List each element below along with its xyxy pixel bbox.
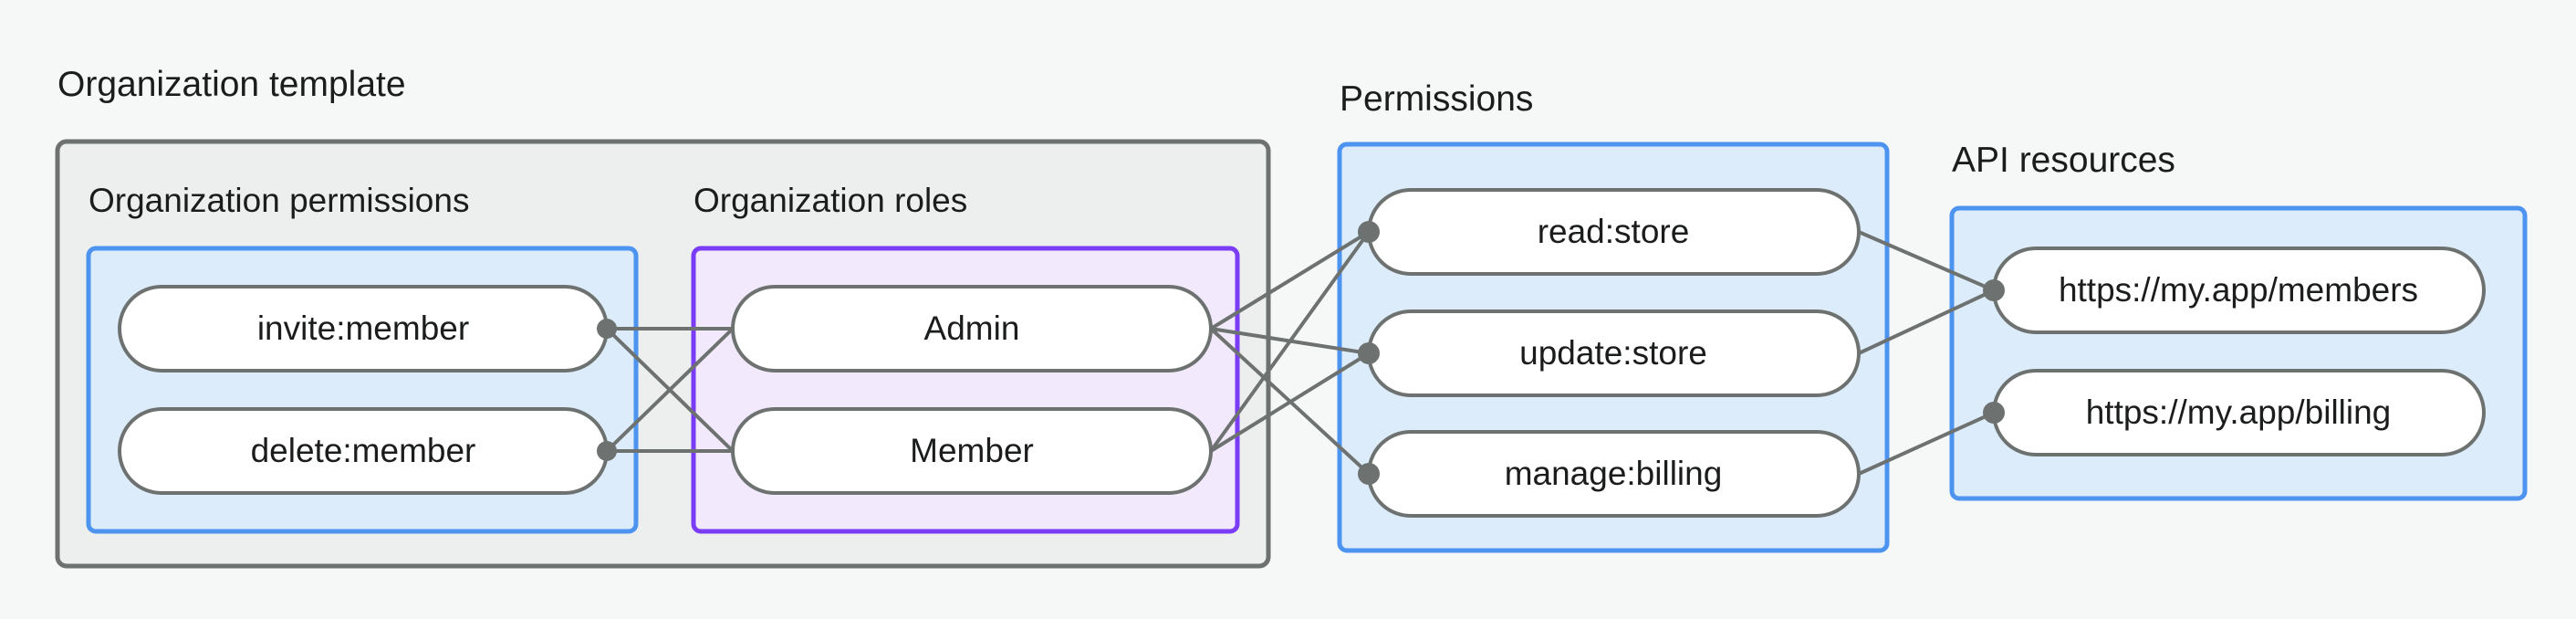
port-update-store-in [1358,342,1380,364]
node-read-store-label: read:store [1538,213,1690,250]
node-member-label: Member [910,432,1034,469]
node-read-store[interactable]: read:store [1367,188,1861,276]
node-update-store[interactable]: update:store [1367,310,1861,397]
node-member[interactable]: Member [731,407,1213,495]
node-members-url-label: https://my.app/members [2059,271,2418,309]
edge-update-store-to-members-url [1858,289,1995,355]
node-update-store-label: update:store [1519,334,1707,372]
section-title-org-permissions: Organization permissions [89,182,469,219]
node-admin[interactable]: Admin [731,285,1213,372]
port-members-url-in [1983,279,2005,301]
node-manage-billing-label: manage:billing [1505,455,1723,492]
group-title-permissions: Permissions [1340,79,1533,119]
section-title-org-roles: Organization roles [694,182,967,219]
port-manage-billing-in [1358,463,1380,485]
group-title-org-template: Organization template [57,65,406,104]
edge-delete-member-to-admin [605,327,735,453]
node-members-url[interactable]: https://my.app/members [1992,247,2486,334]
edge-member-to-read-store [1209,230,1371,453]
edge-admin-to-read-store [1209,230,1371,330]
node-delete-member-label: delete:member [251,432,476,469]
group-title-api-resources: API resources [1952,141,2175,180]
port-invite-member-out [597,319,617,339]
node-invite-member[interactable]: invite:member [118,285,609,372]
port-delete-member-out [597,441,617,461]
node-billing-url-label: https://my.app/billing [2086,393,2392,431]
node-invite-member-label: invite:member [257,310,469,347]
edge-member-to-update-store [1209,351,1371,453]
node-delete-member[interactable]: delete:member [118,407,609,495]
edge-manage-billing-to-billing-url [1858,411,1995,476]
node-admin-label: Admin [924,310,1020,347]
port-billing-url-in [1983,402,2005,424]
edge-read-store-to-members-url [1858,230,1995,292]
port-read-store-in [1358,221,1380,243]
